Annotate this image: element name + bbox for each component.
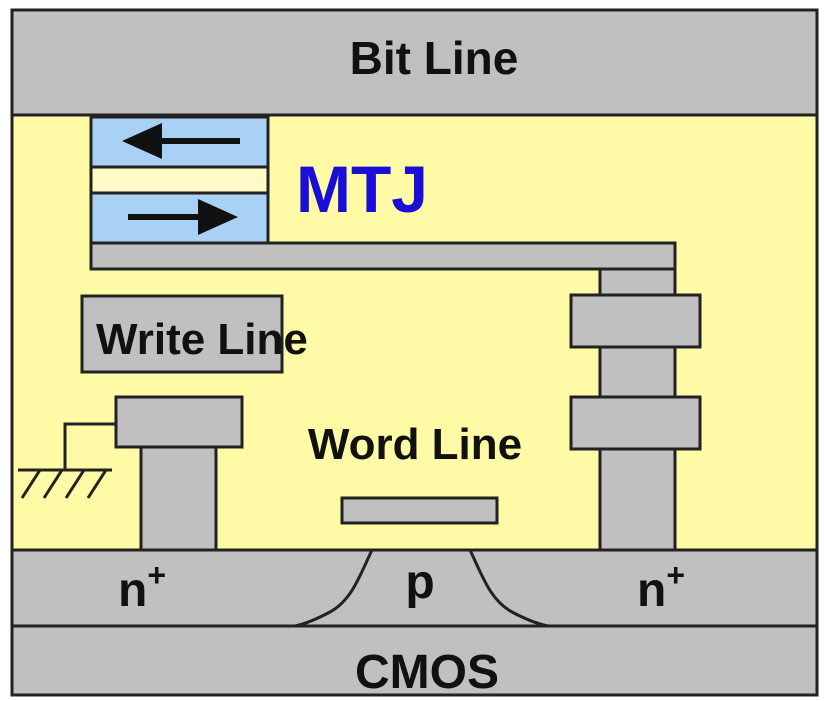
n-plus-left-base: n	[118, 564, 147, 617]
bit-line	[10, 8, 819, 117]
n-plus-left-label: n+	[118, 557, 166, 617]
n-plus-left-sup: +	[147, 557, 166, 593]
mtj-tunnel-barrier	[89, 165, 270, 195]
left-metal-pad	[114, 395, 244, 449]
word-line-gate	[340, 496, 499, 525]
cmos-substrate	[10, 548, 819, 697]
bottom-electrode-strap	[89, 241, 677, 271]
mtj-label: MTJ	[296, 152, 428, 226]
n-plus-right-sup: +	[666, 557, 685, 593]
right-via-top	[598, 267, 677, 299]
cmos-label: CMOS	[355, 646, 499, 699]
p-region-label: p	[405, 556, 434, 609]
ground-icon	[18, 422, 116, 499]
arrow-right-icon	[128, 199, 238, 235]
right-via-middle	[598, 345, 677, 401]
word-line-label: Word Line	[308, 420, 522, 469]
bit-line-label: Bit Line	[350, 32, 519, 84]
right-via-bottom	[598, 447, 677, 552]
arrow-left-icon	[122, 123, 240, 159]
right-junction-curve	[468, 549, 549, 628]
left-junction-curve	[294, 549, 374, 628]
right-metal-pad-upper	[569, 293, 702, 349]
right-metal-pad-lower	[569, 395, 702, 451]
write-line-label: Write Line	[96, 315, 308, 364]
left-via	[139, 445, 218, 552]
n-plus-right-base: n	[637, 564, 666, 617]
write-line	[80, 294, 284, 374]
n-plus-right-label: n+	[637, 557, 685, 617]
